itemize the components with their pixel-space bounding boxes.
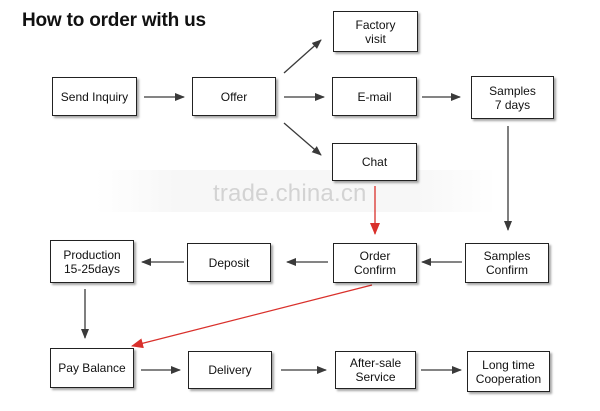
node-email: E-mail [332,77,417,116]
node-after-sale-service: After-sale Service [335,351,416,389]
node-order-confirm: Order Confirm [333,243,417,283]
watermark-text: trade.china.cn [213,180,367,207]
node-send-inquiry: Send Inquiry [52,77,137,116]
node-delivery: Delivery [188,351,272,389]
node-samples-days: Samples 7 days [471,76,554,119]
node-chat: Chat [332,143,417,181]
node-offer: Offer [192,77,276,116]
node-pay-balance: Pay Balance [50,348,134,388]
node-factory-visit: Factory visit [333,11,418,52]
page-title: How to order with us [22,10,206,31]
node-samples-confirm: Samples Confirm [465,243,549,283]
arrow-offer-to-factory [283,39,322,74]
arrow-order-to-balance [131,284,373,349]
node-production: Production 15-25days [50,240,134,283]
watermark-band [96,170,496,212]
arrow-offer-to-chat [283,122,322,156]
node-deposit: Deposit [187,243,271,282]
node-long-time-cooperation: Long time Cooperation [467,351,550,392]
